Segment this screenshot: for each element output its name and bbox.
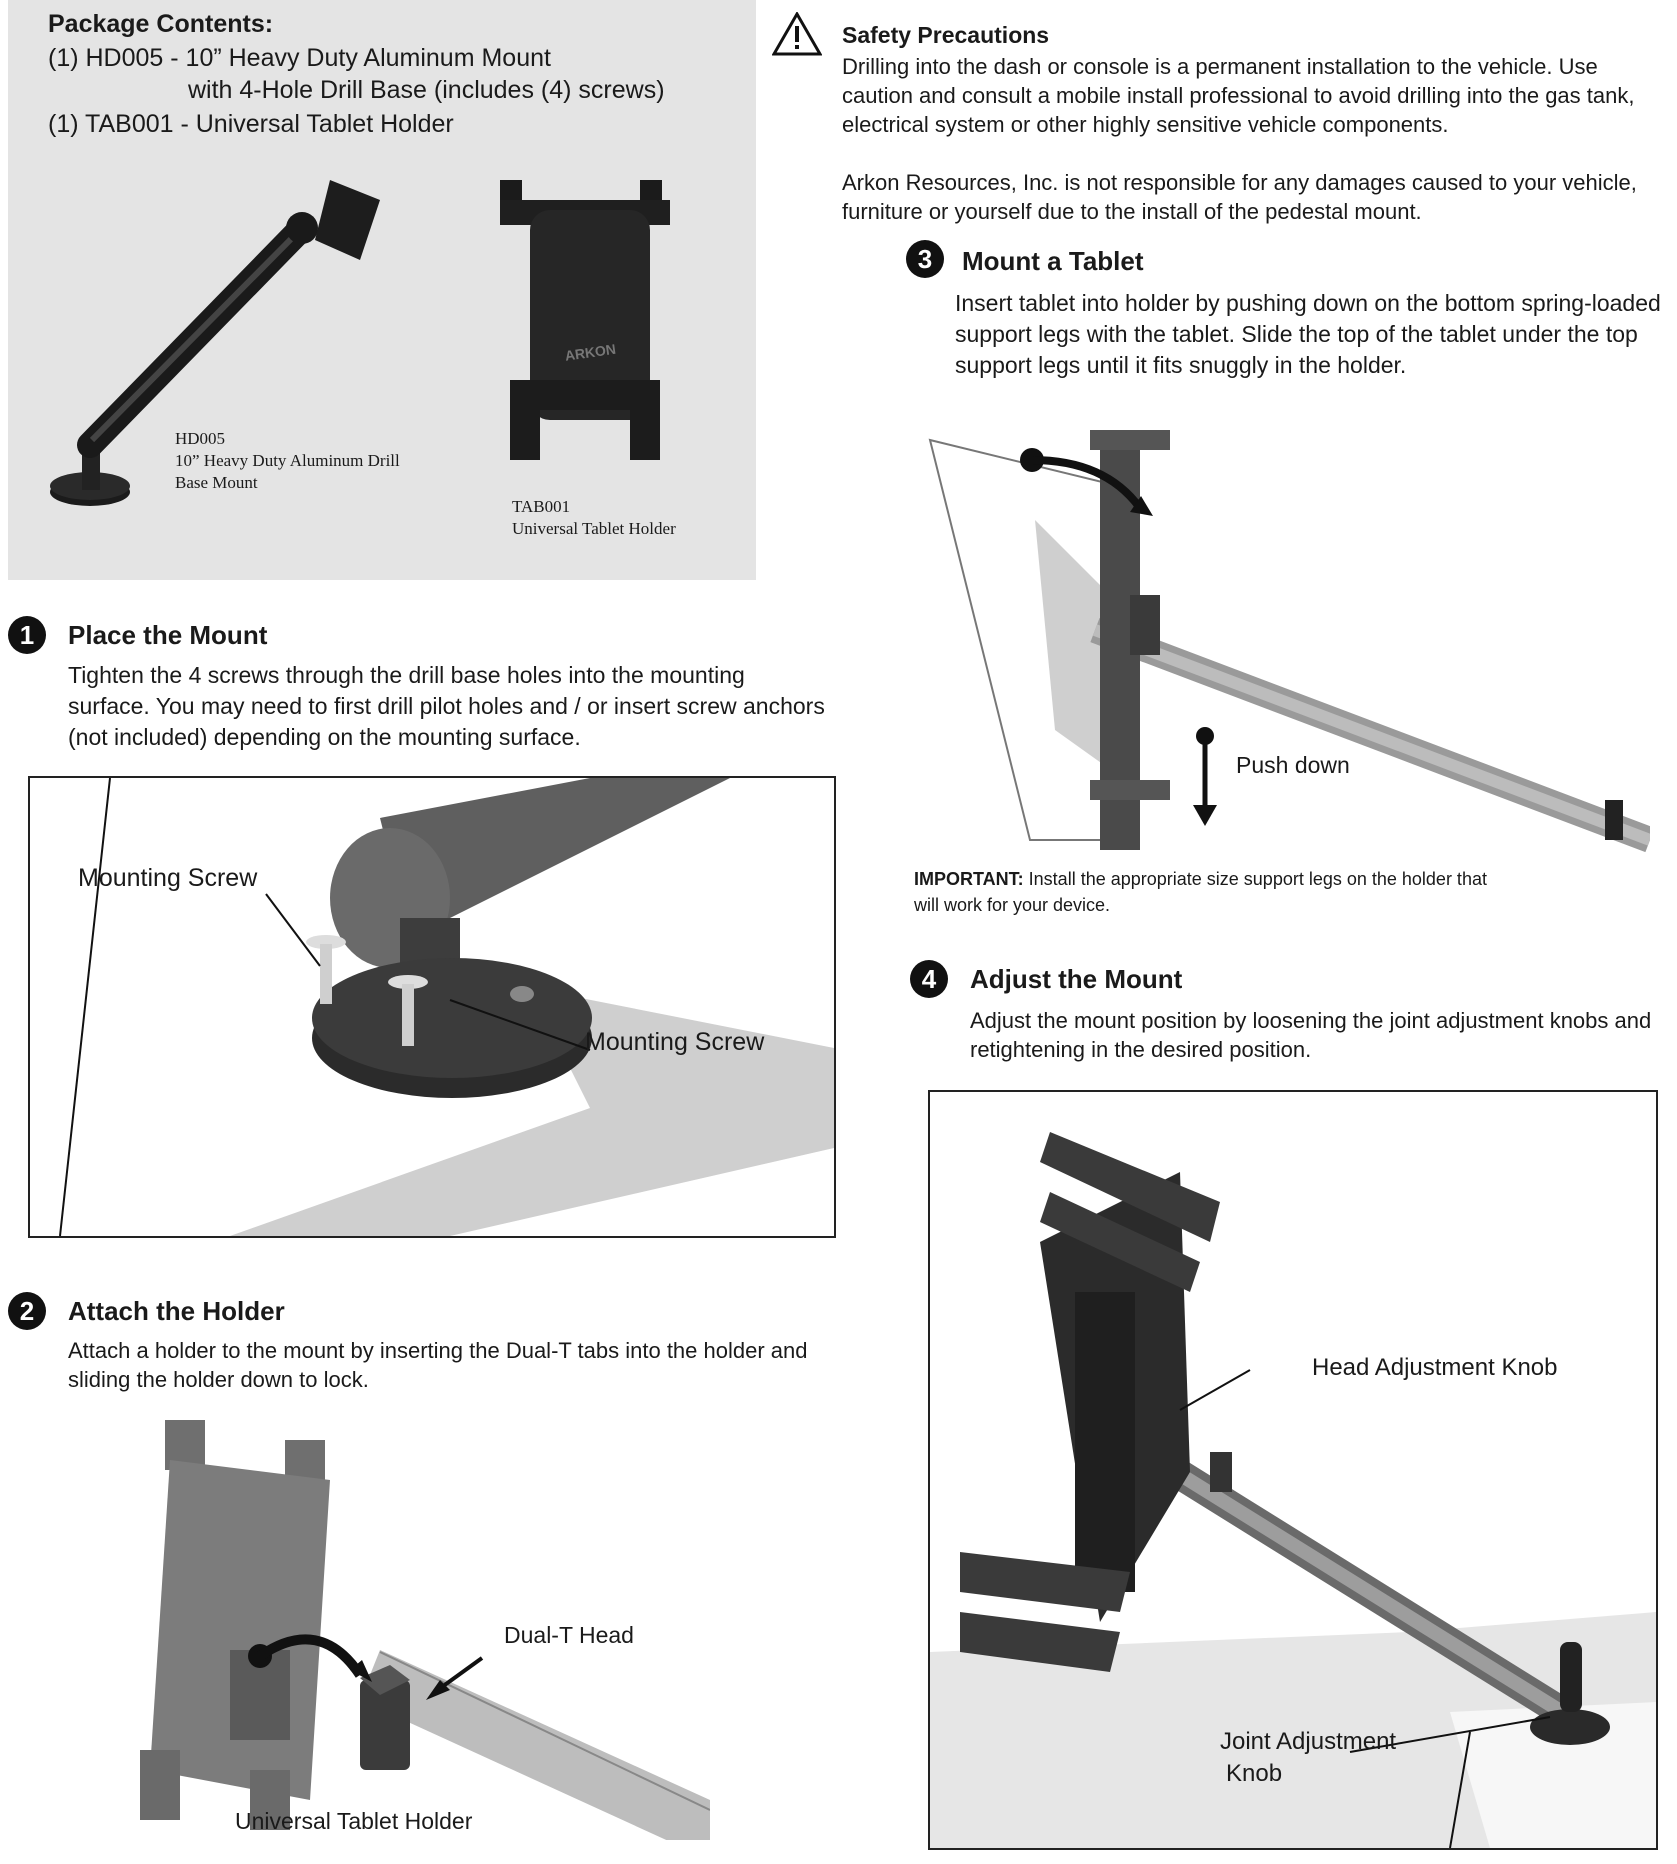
step-2-text: Attach a holder to the mount by insertin… bbox=[68, 1338, 808, 1392]
universal-tablet-holder-label: Universal Tablet Holder bbox=[235, 1808, 473, 1834]
mount-caption-line: HD005 bbox=[175, 429, 226, 448]
step-3-text: Insert tablet into holder by pushing dow… bbox=[955, 290, 1661, 378]
holder-caption-line: Universal Tablet Holder bbox=[512, 519, 676, 538]
arkon-logo: ARKON bbox=[564, 341, 617, 364]
mount-caption: HD005 10” Heavy Duty Aluminum Drill Base… bbox=[175, 428, 400, 494]
dual-t-head-label: Dual-T Head bbox=[504, 1622, 634, 1648]
mounting-screw-label-1: Mounting Screw bbox=[78, 864, 258, 892]
joint-adjustment-knob-label-line-1: Joint Adjustment bbox=[1220, 1728, 1397, 1755]
package-line-1: (1) HD005 - 10” Heavy Duty Aluminum Moun… bbox=[48, 44, 551, 72]
joint-adjustment-knob-label-line-2: Knob bbox=[1226, 1760, 1283, 1787]
step-3-illustration bbox=[928, 430, 1650, 853]
step-1-illustration: Mounting Screw Mounting Screw bbox=[28, 776, 836, 1238]
step-2-title: Attach the Holder bbox=[68, 1296, 285, 1326]
mount-caption-line: 10” Heavy Duty Aluminum Drill bbox=[175, 451, 400, 470]
step-3-title: Mount a Tablet bbox=[962, 246, 1144, 276]
step-4-title: Adjust the Mount bbox=[970, 964, 1183, 994]
important-label: IMPORTANT: bbox=[914, 869, 1024, 889]
mount-product-image bbox=[50, 180, 380, 506]
package-line-3: (1) TAB001 - Universal Tablet Holder bbox=[48, 110, 454, 138]
tablet-holder-product-image: ARKON bbox=[500, 180, 670, 460]
safety-paragraph-2: Arkon Resources, Inc. is not responsible… bbox=[842, 170, 1637, 224]
step-1-number: 1 bbox=[8, 616, 46, 654]
mount-caption-line: Base Mount bbox=[175, 473, 258, 492]
important-note: IMPORTANT: Install the appropriate size … bbox=[914, 866, 1514, 918]
step-4-text: Adjust the mount position by loosening t… bbox=[970, 1008, 1652, 1062]
step-2-number: 2 bbox=[8, 1292, 46, 1330]
head-adjustment-knob-label: Head Adjustment Knob bbox=[1312, 1354, 1558, 1381]
step-3-number: 3 bbox=[906, 240, 944, 278]
package-contents-title: Package Contents: bbox=[48, 10, 274, 38]
step-1-text: Tighten the 4 screws through the drill b… bbox=[68, 662, 825, 750]
package-line-2: with 4-Hole Drill Base (includes (4) scr… bbox=[188, 76, 665, 104]
holder-caption: TAB001 Universal Tablet Holder bbox=[512, 496, 676, 540]
warning-icon bbox=[772, 12, 822, 56]
important-text: Install the appropriate size support leg… bbox=[914, 869, 1487, 915]
step-4-number: 4 bbox=[910, 960, 948, 998]
mounting-screw-label-2: Mounting Screw bbox=[585, 1028, 765, 1056]
step-2-illustration bbox=[140, 1420, 710, 1840]
safety-paragraph-1: Drilling into the dash or console is a p… bbox=[842, 54, 1635, 137]
step-1-title: Place the Mount bbox=[68, 620, 268, 650]
safety-title: Safety Precautions bbox=[842, 22, 1050, 48]
holder-caption-line: TAB001 bbox=[512, 497, 571, 516]
step-4-illustration: Head Adjustment Knob Joint Adjustment Kn… bbox=[928, 1090, 1658, 1850]
push-down-label: Push down bbox=[1236, 752, 1350, 778]
